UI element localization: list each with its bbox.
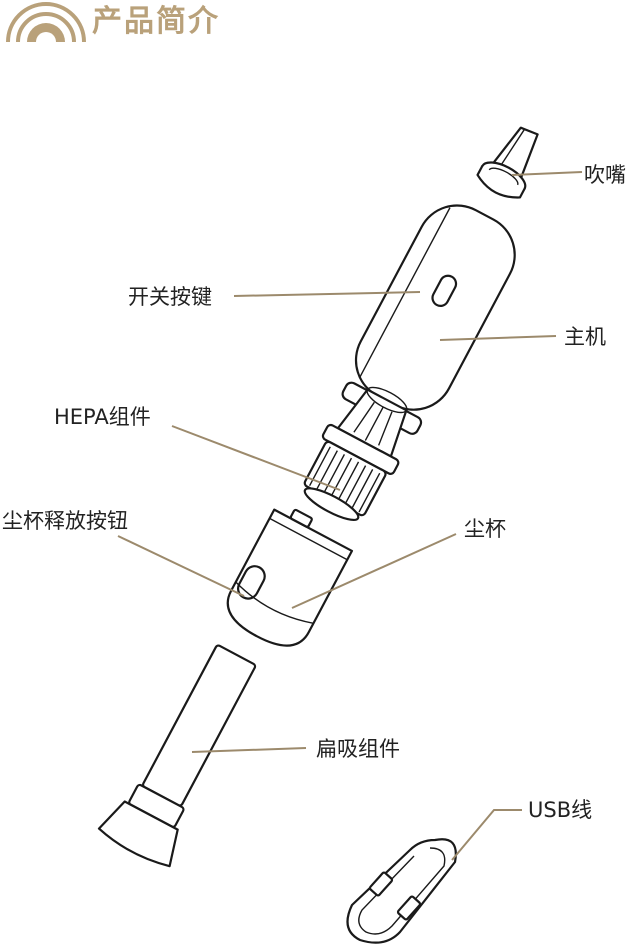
leader-main-body: [439, 335, 557, 341]
label-hepa: HEPA组件: [54, 405, 151, 429]
leader-dust-cup: [291, 533, 457, 609]
label-flat-suction: 扁吸组件: [316, 737, 400, 761]
label-dust-cup: 尘杯: [464, 517, 506, 541]
flat-suction-part: [97, 644, 257, 868]
usb-cable-part: [346, 838, 457, 944]
label-nozzle: 吹嘴: [584, 163, 626, 187]
half-circle-logo-icon: [6, 2, 86, 43]
dust-cup-part: [226, 508, 354, 647]
leader-usb-cable: [451, 809, 522, 861]
leader-nozzle: [511, 171, 583, 176]
leader-power-button: [233, 291, 421, 297]
label-power-button: 开关按键: [128, 285, 212, 309]
leader-lines: [117, 171, 583, 861]
label-usb-cable: USB线: [528, 798, 593, 822]
page-title: 产品简介: [92, 4, 220, 39]
label-main-body: 主机: [564, 325, 606, 349]
label-release-button: 尘杯释放按钮: [2, 509, 128, 533]
hepa-part: [303, 386, 408, 522]
leader-hepa: [171, 425, 341, 491]
leader-flat-suction: [191, 747, 307, 753]
nozzle-part: [476, 126, 539, 199]
leader-release-button: [117, 535, 245, 597]
